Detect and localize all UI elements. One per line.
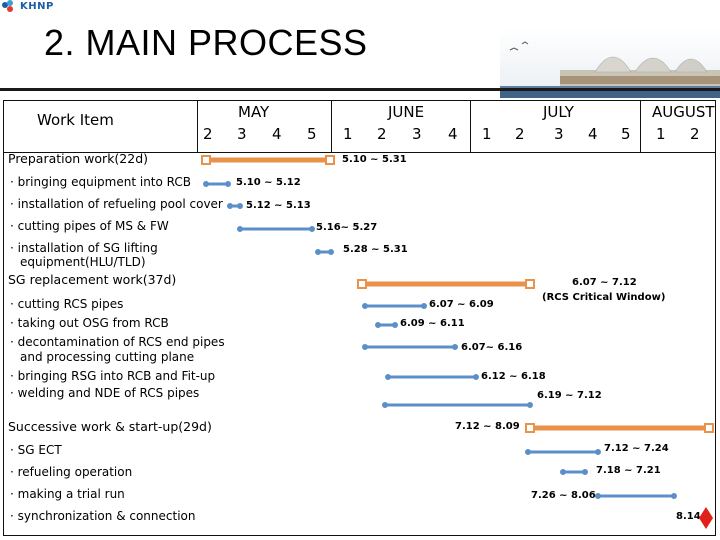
milestone-diamond-icon [699, 507, 713, 529]
task-bar [363, 304, 427, 309]
task-bar [596, 494, 677, 499]
task-bar [238, 227, 315, 232]
task-bar [383, 403, 533, 408]
summary-bar-successive-work [526, 424, 713, 432]
task-bar [376, 323, 398, 328]
task-bar [561, 470, 588, 475]
task-bar [228, 204, 243, 209]
task-bar [526, 450, 601, 455]
summary-bar-preparation [202, 156, 334, 164]
task-bar [316, 250, 334, 255]
task-bar [363, 345, 458, 350]
summary-bar-sg-replacement [358, 280, 534, 288]
task-bar [204, 182, 231, 187]
task-bar [386, 375, 479, 380]
